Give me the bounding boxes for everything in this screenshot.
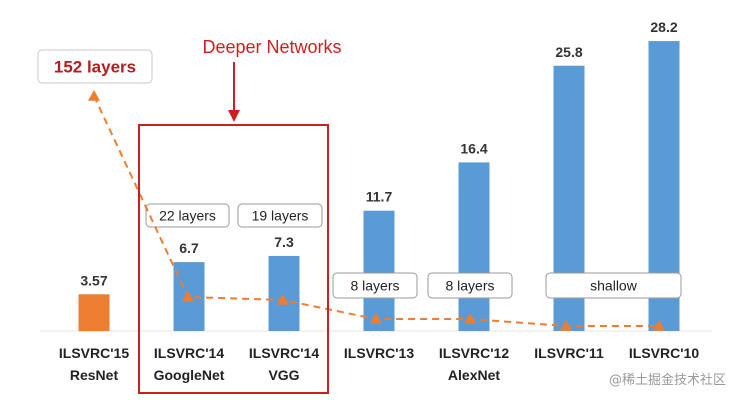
trend-marker-2 xyxy=(277,294,289,305)
category-label-4: ILSVRC'12 xyxy=(439,345,509,361)
category-label-3: ILSVRC'13 xyxy=(344,345,414,361)
layer-box-5 xyxy=(545,272,682,299)
trend-marker-1 xyxy=(182,291,194,302)
trend-marker-6 xyxy=(653,320,665,331)
layer-label-2: 19 layers xyxy=(252,208,309,224)
layer-label-5: shallow xyxy=(590,278,638,294)
layer-box-2 xyxy=(237,203,323,228)
trend-marker-4 xyxy=(464,313,476,324)
category-label-2: ILSVRC'14 xyxy=(249,345,319,361)
trend-marker-0 xyxy=(88,90,100,101)
value-label-0: 3.57 xyxy=(80,272,107,288)
layer-label-4: 8 layers xyxy=(445,278,494,294)
bar-0 xyxy=(78,294,110,331)
category-label-0: ILSVRC'15 xyxy=(59,345,129,361)
category-sublabel-0: ResNet xyxy=(70,367,119,383)
bar-4 xyxy=(458,162,490,331)
value-label-4: 16.4 xyxy=(460,140,487,156)
category-label-6: ILSVRC'10 xyxy=(629,345,699,361)
value-label-6: 28.2 xyxy=(650,19,677,35)
value-label-2: 7.3 xyxy=(274,234,294,250)
layer-label-1: 22 layers xyxy=(159,208,216,224)
layer-label-0: 152 layers xyxy=(54,58,136,77)
category-sublabel-2: VGG xyxy=(268,367,299,383)
deeper-networks-label: Deeper Networks xyxy=(202,37,341,57)
value-label-1: 6.7 xyxy=(179,240,199,256)
layer-box-4 xyxy=(427,272,513,299)
value-label-5: 25.8 xyxy=(555,44,582,60)
value-label-3: 11.7 xyxy=(366,189,393,205)
category-label-1: ILSVRC'14 xyxy=(154,345,224,361)
category-sublabel-1: GoogleNet xyxy=(154,367,225,383)
bar-3 xyxy=(363,210,395,331)
trend-marker-3 xyxy=(370,313,382,324)
deeper-networks-highlight-box xyxy=(138,124,329,394)
layer-box-0 xyxy=(37,49,153,84)
layer-label-3: 8 layers xyxy=(350,278,399,294)
layer-box-1 xyxy=(145,203,230,228)
bar-2 xyxy=(268,255,300,331)
trend-marker-5 xyxy=(560,320,572,331)
category-label-5: ILSVRC'11 xyxy=(534,345,604,361)
layer-box-3 xyxy=(332,272,418,299)
deeper-networks-arrow xyxy=(228,62,240,122)
watermark: @稀土掘金技术社区 xyxy=(609,372,726,388)
category-sublabel-4: AlexNet xyxy=(448,367,500,383)
